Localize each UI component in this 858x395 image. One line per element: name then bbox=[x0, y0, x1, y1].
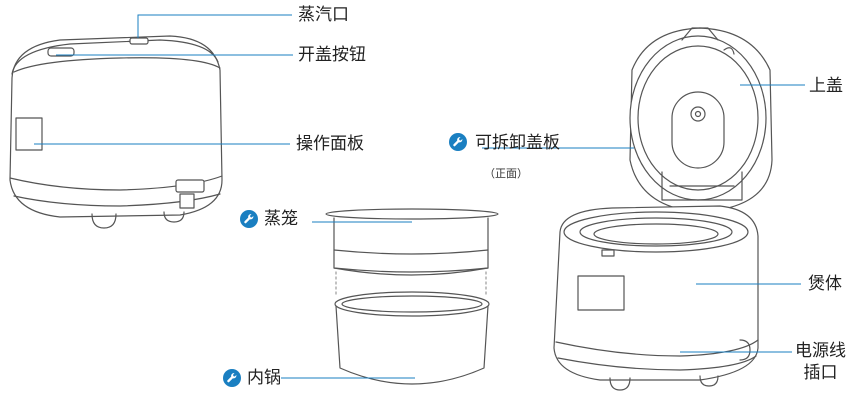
label-steam-vent: 蒸汽口 bbox=[298, 5, 349, 25]
label-removable-inner-lid: 可拆卸盖板 bbox=[475, 133, 560, 153]
inner-pot-illustration bbox=[334, 291, 490, 385]
closed-cooker-illustration bbox=[9, 35, 223, 229]
label-top-lid: 上盖 bbox=[809, 76, 843, 96]
open-cooker-illustration bbox=[553, 27, 773, 391]
label-body: 煲体 bbox=[808, 274, 842, 294]
label-lid-open-button: 开盖按钮 bbox=[298, 45, 366, 65]
steamer-illustration bbox=[325, 208, 499, 276]
leader-steam-vent bbox=[137, 14, 292, 38]
label-control-panel: 操作面板 bbox=[296, 134, 364, 154]
wrench-icon bbox=[240, 210, 258, 228]
leader-lines bbox=[34, 14, 805, 379]
label-front-side-note: （正面） bbox=[484, 167, 528, 180]
label-power-socket: 电源线 插口 bbox=[795, 340, 846, 384]
alignment-guides bbox=[335, 271, 487, 297]
label-steamer: 蒸笼 bbox=[264, 209, 298, 229]
label-inner-pot: 内锅 bbox=[247, 368, 281, 388]
wrench-icon bbox=[223, 369, 241, 387]
label-power-socket-line1: 电源线 bbox=[795, 341, 846, 361]
wrench-icon bbox=[449, 133, 467, 151]
label-power-socket-line2: 插口 bbox=[803, 363, 838, 383]
